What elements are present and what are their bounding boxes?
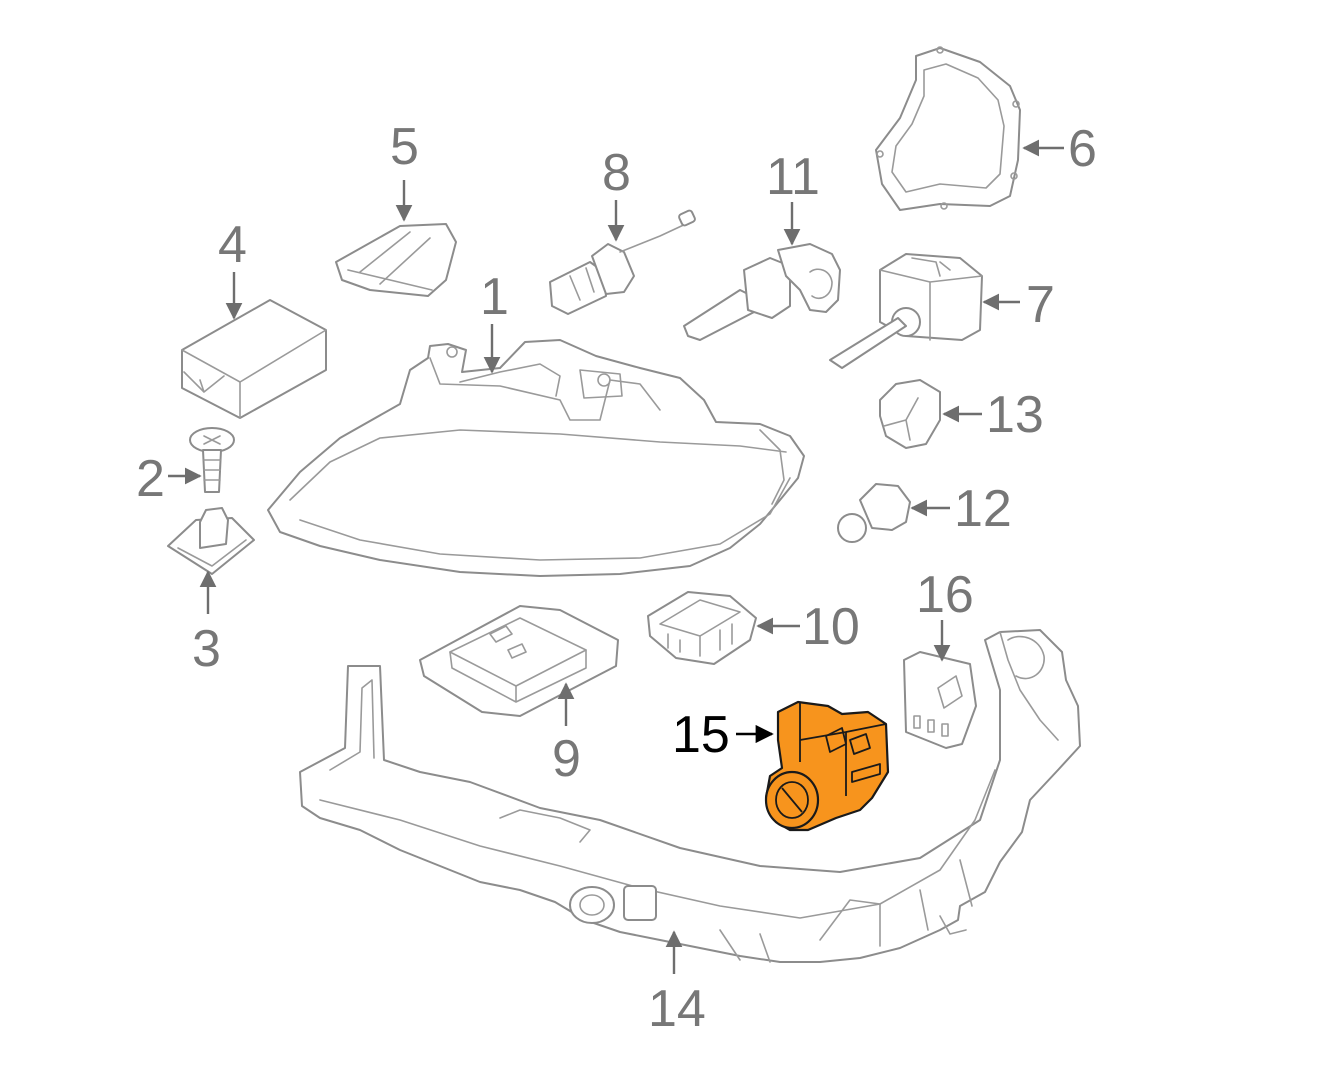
part-3-clip-nut — [167, 507, 255, 575]
part-11-hid-bulb — [683, 243, 841, 341]
leader-arrows — [168, 139, 1064, 974]
callout-13: 13 — [986, 386, 1044, 444]
callout-15: 15 — [672, 706, 730, 764]
callout-2: 2 — [136, 450, 165, 508]
callout-11: 11 — [766, 148, 820, 206]
part-15-highlighted-component — [764, 700, 890, 832]
part-9-ballast — [419, 605, 619, 717]
callout-1: 1 — [480, 268, 509, 326]
part-13-bulb-holder — [879, 379, 941, 449]
callout-16: 16 — [916, 566, 974, 624]
part-6-gasket — [875, 46, 1021, 211]
part-2-screw — [189, 427, 235, 493]
callout-8: 8 — [602, 144, 631, 202]
part-1-headlight-assembly — [267, 339, 805, 577]
part-16-bracket-clip — [903, 651, 977, 749]
callout-3: 3 — [192, 620, 221, 678]
callout-4: 4 — [218, 216, 247, 274]
part-8-halogen-bulb — [549, 209, 696, 315]
callout-14: 14 — [648, 980, 706, 1038]
callout-12: 12 — [954, 480, 1012, 538]
part-12-small-bulb — [837, 483, 911, 543]
part-14-support-bracket — [299, 629, 1081, 963]
callout-7: 7 — [1026, 276, 1055, 334]
callout-5: 5 — [390, 118, 419, 176]
part-7-igniter — [829, 253, 983, 369]
callout-9: 9 — [552, 730, 581, 788]
callout-10: 10 — [802, 598, 860, 656]
part-10-control-module — [647, 591, 757, 665]
part-5-cover-cap — [335, 223, 457, 297]
callout-6: 6 — [1068, 120, 1097, 178]
part-4-module-box — [181, 299, 327, 419]
callout-labels: 1 2 3 4 5 6 7 8 9 10 11 12 13 14 15 16 — [136, 118, 1097, 1038]
